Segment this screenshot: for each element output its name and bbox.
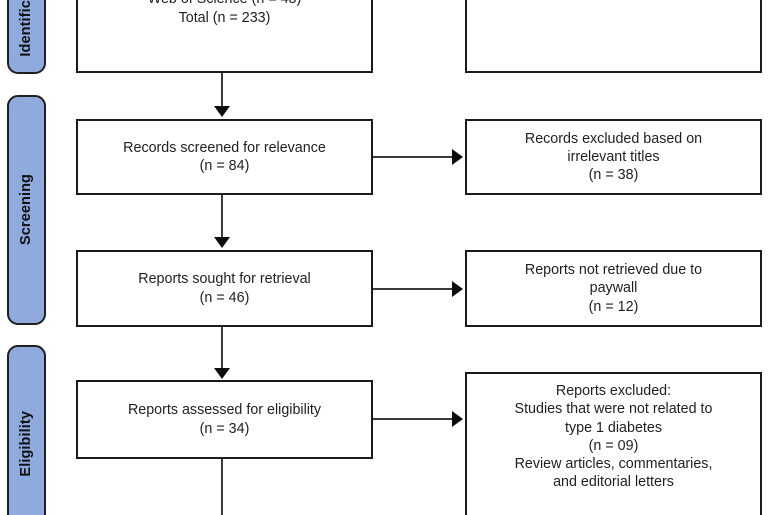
- connector-sought-to-assessed: [221, 327, 223, 370]
- box-reports-excluded: Reports excluded: Studies that were not …: [465, 372, 762, 515]
- box-reports-assessed: Reports assessed for eligibility (n = 34…: [76, 380, 373, 459]
- connector-assessed-to-included: [221, 459, 223, 515]
- stage-pill-eligibility: Eligibility: [7, 345, 46, 515]
- arrowhead-right-icon-1: [452, 149, 463, 165]
- box-reports-not-retrieved: Reports not retrieved due to paywall (n …: [465, 250, 762, 327]
- box-records-identified-text: IEEE Xplore (n = 52) Web of Science (n =…: [148, 0, 302, 26]
- connector-identified-to-screened: [221, 73, 223, 109]
- box-records-screened: Records screened for relevance (n = 84): [76, 119, 373, 195]
- box-reports-assessed-text: Reports assessed for eligibility (n = 34…: [127, 402, 322, 437]
- stage-label-screening: Screening: [18, 174, 35, 246]
- arrowhead-down-icon-3: [214, 368, 230, 379]
- box-records-removed: [465, 0, 762, 73]
- box-reports-sought-text: Reports sought for retrieval (n = 46): [138, 271, 311, 306]
- box-reports-sought: Reports sought for retrieval (n = 46): [76, 250, 373, 327]
- connector-assessed-to-excluded: [373, 418, 453, 420]
- connector-screened-to-excluded: [373, 156, 453, 158]
- box-records-excluded-titles-text: Records excluded based on irrelevant tit…: [524, 130, 703, 184]
- box-records-identified: IEEE Xplore (n = 52) Web of Science (n =…: [76, 0, 373, 73]
- stage-pill-screening: Screening: [7, 95, 46, 325]
- stage-label-eligibility: Eligibility: [18, 411, 35, 477]
- connector-sought-to-not-retrieved: [373, 288, 453, 290]
- stage-pill-identification: Identification: [7, 0, 46, 74]
- box-records-excluded-titles: Records excluded based on irrelevant tit…: [465, 119, 762, 195]
- stage-label-identification: Identification: [18, 0, 35, 57]
- box-reports-excluded-text: Reports excluded: Studies that were not …: [514, 383, 713, 491]
- arrowhead-down-icon-2: [214, 237, 230, 248]
- box-records-screened-text: Records screened for relevance (n = 84): [123, 139, 326, 174]
- arrowhead-right-icon-3: [452, 411, 463, 427]
- connector-screened-to-sought: [221, 195, 223, 239]
- arrowhead-down-icon-1: [214, 106, 230, 117]
- arrowhead-right-icon-2: [452, 281, 463, 297]
- box-reports-not-retrieved-text: Reports not retrieved due to paywall (n …: [524, 262, 703, 315]
